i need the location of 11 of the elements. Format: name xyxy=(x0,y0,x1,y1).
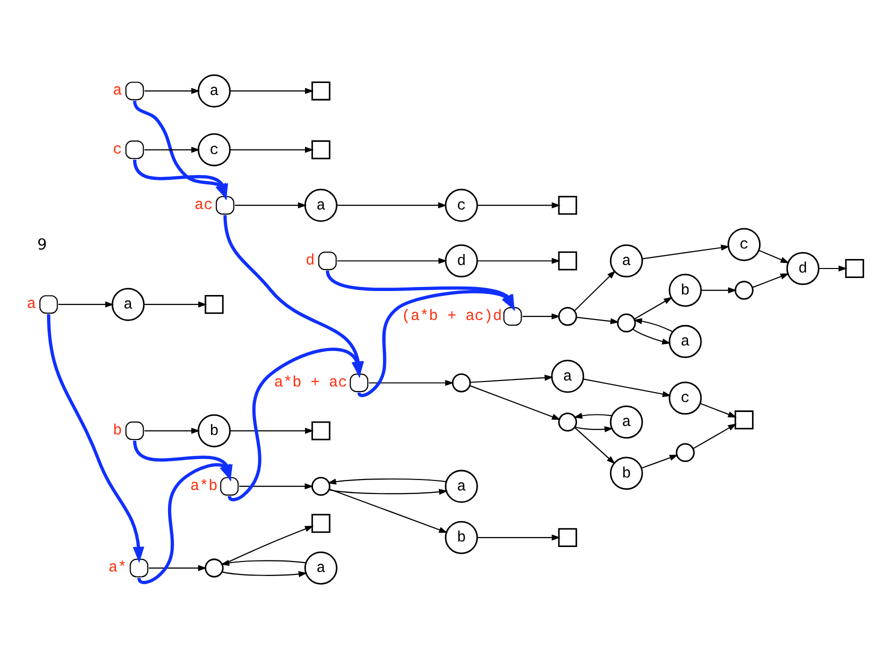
node-label: ac xyxy=(194,195,213,214)
node-label: d xyxy=(306,250,315,269)
node-label: b xyxy=(112,420,122,439)
node-label: a*b xyxy=(190,476,218,494)
node-label: (a*b + ac)d xyxy=(402,306,502,324)
label: 9 xyxy=(37,235,47,254)
node-label: a xyxy=(26,294,36,312)
node-label: c xyxy=(112,140,122,158)
node-label: a*b + ac xyxy=(274,372,348,391)
node-label: a* xyxy=(108,558,127,576)
node-label: a xyxy=(112,80,122,99)
